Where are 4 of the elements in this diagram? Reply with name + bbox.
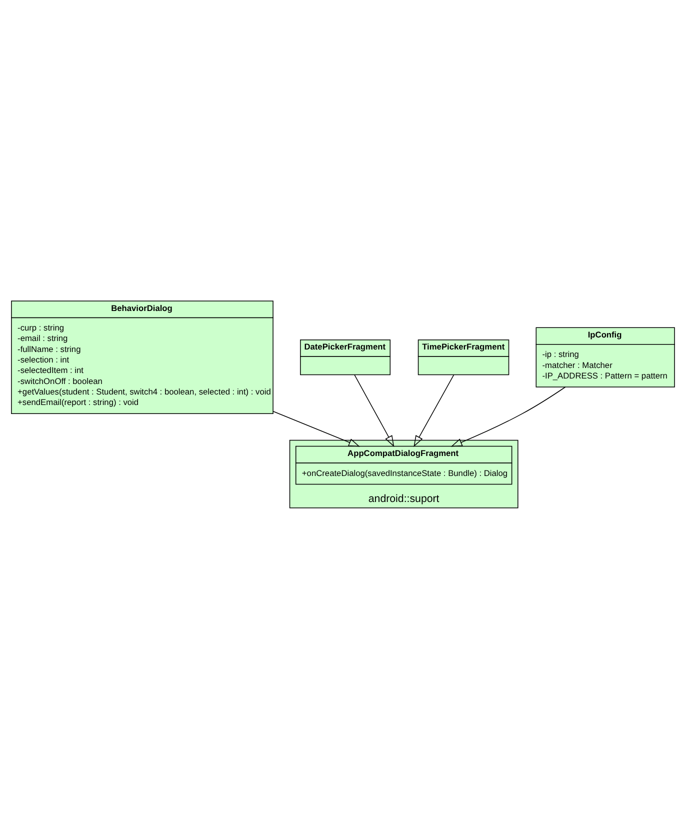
arrow [272,410,360,446]
arrow [414,374,454,446]
arrow [354,374,394,446]
arrow [450,386,566,446]
